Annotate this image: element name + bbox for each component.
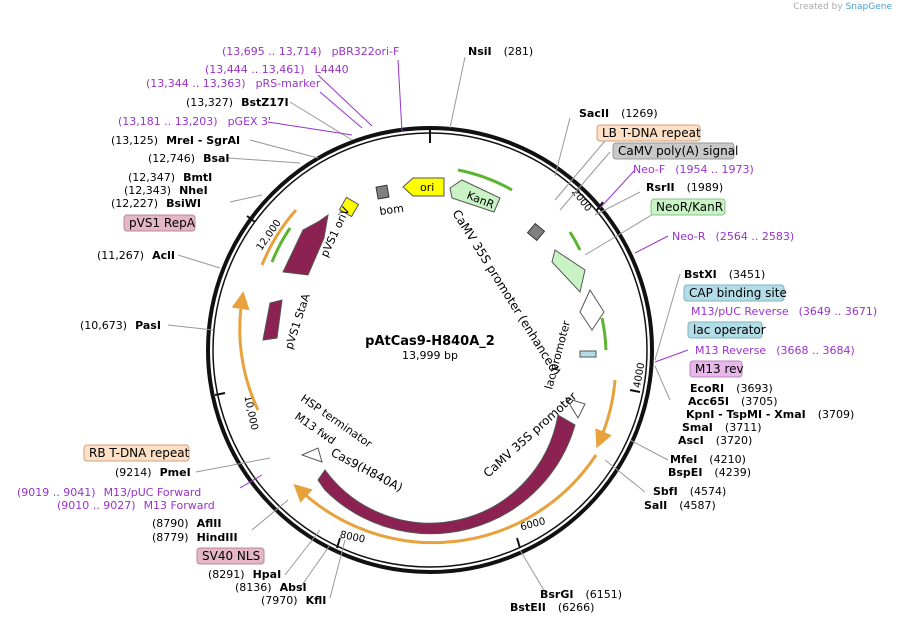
site-hindiii: (8779)HindIII bbox=[152, 531, 238, 544]
primer-neo-f: Neo-F(1954 .. 1973) bbox=[633, 163, 754, 176]
camv-enhanced-label: CaMV 35S promoter (enhanced) bbox=[449, 207, 563, 378]
credit-prefix: Created by bbox=[793, 2, 843, 12]
feature-camv-polya: CaMV poly(A) signal bbox=[612, 142, 738, 160]
tick-label: 8000 bbox=[339, 530, 366, 546]
neoR-arrow bbox=[551, 249, 586, 294]
site-bspei: BspEI(4239) bbox=[668, 466, 751, 479]
svg-text:CaMV poly(A) signal: CaMV poly(A) signal bbox=[618, 144, 738, 158]
promoter-arrow-1 bbox=[579, 288, 605, 331]
site-kfli: (7970)KflI bbox=[261, 594, 326, 607]
svg-text:pVS1 RepA: pVS1 RepA bbox=[129, 216, 196, 230]
site-mfei: MfeI(4210) bbox=[670, 453, 746, 466]
svg-text:M13 rev: M13 rev bbox=[695, 362, 744, 376]
site-acc65i: Acc65I(3705) bbox=[688, 395, 778, 408]
site-bsai: (12,746)BsaI bbox=[148, 152, 230, 165]
plasmid-name: pAtCas9-H840A_2 bbox=[365, 334, 495, 349]
primer-neo-r: Neo-R(2564 .. 2583) bbox=[672, 230, 794, 243]
pvs1-repa-cds bbox=[282, 213, 329, 276]
ori-feature: ori bbox=[402, 177, 445, 197]
tick-label: 6000 bbox=[519, 516, 546, 533]
bom-feature bbox=[375, 184, 390, 200]
boxed-features: LB T-DNA repeat CaMV poly(A) signal NeoR… bbox=[83, 124, 787, 565]
site-kpni: KpnI - TspMI - XmaI(3709) bbox=[686, 408, 854, 421]
site-nsii: NsiI(281) bbox=[468, 45, 533, 58]
svg-text:CAP binding site: CAP binding site bbox=[689, 286, 787, 300]
site-bmti: (12,347)BmtI bbox=[128, 171, 212, 184]
kanr-feature: KanR bbox=[449, 179, 501, 213]
svg-text:LB T-DNA repeat: LB T-DNA repeat bbox=[602, 126, 701, 140]
orange-arcs bbox=[231, 209, 617, 545]
site-rsrii: RsrII(1989) bbox=[646, 181, 723, 194]
svg-text:SV40 NLS: SV40 NLS bbox=[202, 549, 260, 563]
site-mrei: (13,125)MreI - SgrAI bbox=[111, 134, 240, 147]
feature-sv40-nls: SV40 NLS bbox=[196, 547, 265, 565]
snapgene-credit: Created by SnapGene bbox=[793, 2, 892, 12]
tick-marks bbox=[214, 201, 641, 549]
feature-rb-tdna: RB T-DNA repeat bbox=[83, 444, 190, 462]
site-asci: AscI(3720) bbox=[678, 434, 752, 447]
feature-pvs1-repa: pVS1 RepA bbox=[123, 214, 196, 232]
tick-label: 2000 bbox=[569, 187, 593, 214]
primer-pgex3: (13,181 .. 13,203)pGEX 3' bbox=[118, 115, 271, 128]
site-bstz17i: (13,327)BstZ17I bbox=[186, 96, 289, 109]
primers: (13,695 .. 13,714)pBR322ori-F (13,444 ..… bbox=[17, 45, 877, 512]
primer-m13-reverse: M13 Reverse(3668 .. 3684) bbox=[695, 344, 855, 357]
site-bsteii: BstEII(6266) bbox=[510, 601, 594, 614]
primer-lines bbox=[239, 59, 689, 489]
primer-pbr322ori-f: (13,695 .. 13,714)pBR322ori-F bbox=[222, 45, 399, 58]
tick-label: 10,000 bbox=[241, 395, 259, 432]
svg-text:RB T-DNA repeat: RB T-DNA repeat bbox=[89, 446, 190, 460]
primer-m13-puc-forward: (9019 .. 9041)M13/pUC Forward bbox=[17, 486, 201, 499]
site-ecori: EcoRI(3693) bbox=[690, 382, 773, 395]
site-hpai: (8291)HpaI bbox=[208, 568, 281, 581]
lac-promoter-arrow bbox=[564, 397, 586, 420]
svg-text:KanR: KanR bbox=[465, 189, 497, 212]
pvs1-staa-label: pVS1 StaA bbox=[282, 292, 312, 351]
site-aflii: (8790)AflII bbox=[152, 517, 221, 530]
pvs1-staa-cds bbox=[262, 299, 283, 341]
tick-label: 4000 bbox=[632, 362, 647, 389]
bom-label: bom bbox=[379, 202, 405, 218]
primer-prs-marker: (13,344 .. 13,363)pRS-marker bbox=[146, 77, 321, 90]
primer-m13-forward: (9010 .. 9027)M13 Forward bbox=[57, 499, 215, 512]
feature-lac-operator: lac operator bbox=[687, 321, 766, 339]
plasmid-size: 13,999 bp bbox=[402, 349, 458, 362]
svg-text:NeoR/KanR: NeoR/KanR bbox=[656, 200, 723, 214]
hsp-terminator-arrow bbox=[300, 447, 323, 463]
feature-cap-binding: CAP binding site bbox=[683, 284, 787, 302]
restriction-sites: NsiI(281) SacII(1269) RsrII(1989) BstXI(… bbox=[80, 45, 854, 614]
site-sali: SalI(4587) bbox=[644, 499, 716, 512]
site-sacii: SacII(1269) bbox=[579, 107, 658, 120]
pvs1-oriv-box bbox=[338, 196, 360, 218]
green-arcs bbox=[270, 168, 608, 351]
feature-neor-kanr: NeoR/KanR bbox=[650, 198, 726, 216]
site-bsrgi: BsrGI(6151) bbox=[540, 588, 622, 601]
feature-lb-tdna: LB T-DNA repeat bbox=[596, 124, 701, 142]
snapgene-logo: SnapGene bbox=[845, 2, 892, 12]
site-pmei: (9214)PmeI bbox=[115, 466, 191, 479]
site-bsiwi: (12,227)BsiWI bbox=[111, 197, 201, 210]
site-pasi: (10,673)PasI bbox=[80, 319, 161, 332]
svg-text:lac operator: lac operator bbox=[693, 323, 766, 337]
lac-operator-box bbox=[579, 350, 597, 358]
cas9-cds bbox=[317, 414, 576, 535]
primer-l4440: (13,444 .. 13,461)L4440 bbox=[205, 63, 349, 76]
site-nhei: (12,343)NheI bbox=[124, 184, 208, 197]
site-sbfi: SbfI(4574) bbox=[653, 485, 726, 498]
polyA-box bbox=[526, 222, 546, 242]
site-acli: (11,267)AclI bbox=[97, 249, 175, 262]
site-bstxi: BstXI(3451) bbox=[684, 268, 765, 281]
site-absi: (8136)AbsI bbox=[235, 581, 307, 594]
feature-m13-rev: M13 rev bbox=[689, 360, 744, 378]
site-smai: SmaI(3711) bbox=[682, 421, 761, 434]
primer-m13-puc-reverse: M13/pUC Reverse(3649 .. 3671) bbox=[691, 305, 877, 318]
svg-text:ori: ori bbox=[420, 181, 434, 194]
